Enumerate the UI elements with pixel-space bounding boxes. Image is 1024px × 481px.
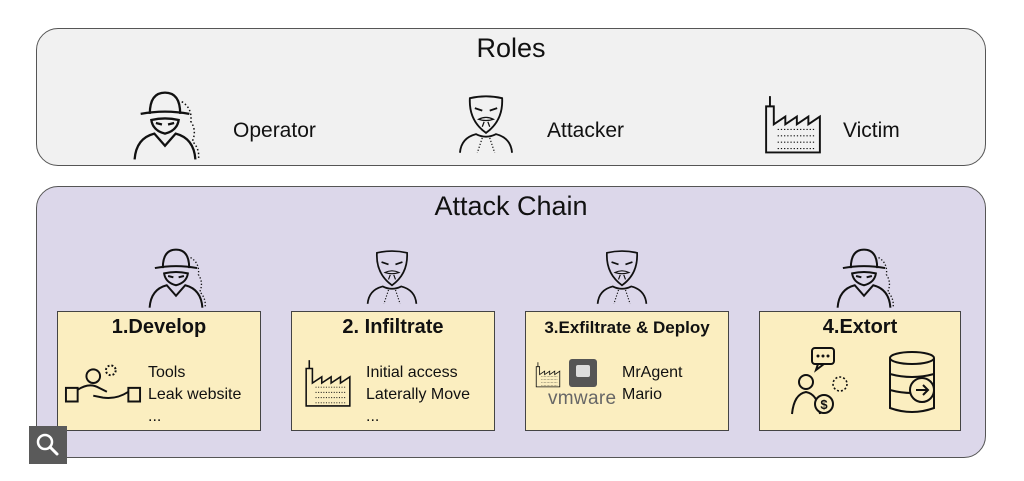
database-export-icon — [889, 351, 935, 413]
role-label: Attacker — [547, 119, 625, 142]
factory-icon — [532, 360, 564, 388]
attacker-icon — [593, 243, 651, 309]
factory-icon — [761, 85, 825, 161]
attack-chain-title: Attack Chain — [434, 191, 588, 221]
factory-icon — [300, 356, 356, 408]
step-line: Laterally Move — [366, 386, 471, 403]
step-line: MrAgent — [622, 364, 683, 381]
step-line: ... — [366, 408, 380, 425]
vmware-logo: vmware — [548, 388, 617, 409]
attacker-icon — [455, 85, 517, 161]
role-label: Operator — [233, 119, 316, 142]
search-icon — [36, 433, 59, 456]
step-line: Initial access — [366, 364, 458, 381]
step-lines: Tools Leak website ... — [148, 362, 241, 428]
operator-icon — [141, 243, 211, 309]
search-button[interactable] — [29, 426, 67, 464]
step-line: ... — [148, 408, 162, 425]
roles-panel: Roles Operator Attacker Victim — [36, 28, 986, 166]
step-title: 4.Extort — [822, 316, 898, 338]
step-lines: Initial access Laterally Move ... — [366, 362, 470, 428]
ransom-negotiation-icon: $ — [791, 347, 848, 415]
svg-text:$: $ — [820, 397, 828, 412]
attack-chain-panel: Attack Chain 1.Develop Tools Leak websit… — [36, 186, 986, 458]
step-title: 2. Infiltrate — [342, 316, 444, 338]
step-extort: 4.Extort $ — [759, 311, 961, 431]
step-infiltrate: 2. Infiltrate Initial access Laterally M… — [291, 311, 495, 431]
roles-title: Roles — [476, 33, 546, 63]
role-label: Victim — [843, 119, 900, 142]
operator-icon — [125, 85, 205, 161]
step-exfiltrate-deploy: 3.Exfiltrate & Deploy vmware MrAgent Mar… — [525, 311, 729, 431]
step-line: Mario — [622, 386, 663, 403]
server-icon — [569, 359, 597, 387]
step-line: Leak website — [148, 386, 242, 403]
step-develop: 1.Develop Tools Leak website ... — [57, 311, 261, 431]
hands-exchange-icon — [64, 364, 142, 403]
step-line: Tools — [148, 364, 186, 381]
step-title: 1.Develop — [111, 316, 207, 338]
step-title: 3.Exfiltrate & Deploy — [544, 318, 710, 337]
attacker-icon — [363, 243, 421, 309]
step-lines: MrAgent Mario — [622, 362, 682, 406]
operator-icon — [829, 243, 899, 309]
